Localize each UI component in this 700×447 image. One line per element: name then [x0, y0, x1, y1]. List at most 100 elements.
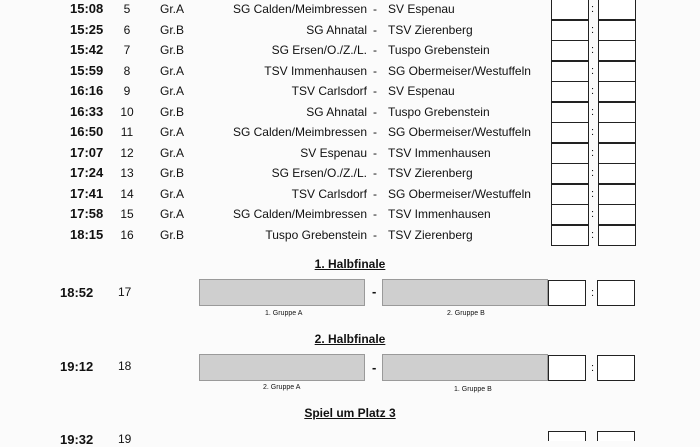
semifinal-2-away-score-box[interactable] — [597, 355, 635, 381]
match-group: Gr.B — [160, 166, 185, 180]
away-score-box[interactable] — [598, 204, 636, 225]
match-number: 14 — [120, 186, 134, 201]
home-team: TSV Carlsdorf — [291, 186, 367, 201]
score-colon: : — [591, 208, 595, 220]
match-group: Gr.B — [160, 227, 185, 242]
match-time: 15:59 — [70, 62, 104, 78]
match-number: 9 — [123, 84, 131, 98]
home-team: TSV Immenhausen — [264, 63, 367, 78]
away-score-box[interactable] — [598, 122, 636, 143]
score-colon: : — [591, 23, 595, 36]
match-time: 17:24 — [70, 165, 104, 180]
away-score-box[interactable] — [598, 101, 636, 123]
home-score-box[interactable] — [551, 224, 589, 246]
team-separator: - — [373, 227, 377, 242]
third-place-time: 19:32 — [60, 432, 94, 447]
third-place-number: 19 — [118, 432, 132, 446]
away-team: SG Obermeiser/Westuffeln — [388, 63, 531, 78]
home-team: SG Ersen/O./Z./L. — [271, 43, 367, 57]
away-score-box[interactable] — [598, 163, 636, 184]
match-group: Gr.A — [160, 125, 185, 139]
semifinal-2-home-score-box[interactable] — [548, 355, 586, 381]
match-group: Gr.B — [160, 43, 185, 57]
away-team: TSV Zierenberg — [388, 227, 473, 242]
semifinal-2-away-field[interactable] — [382, 354, 548, 381]
match-number: 12 — [120, 145, 134, 160]
match-group: Gr.A — [160, 2, 185, 16]
match-time: 15:08 — [70, 1, 104, 16]
score-colon: : — [591, 167, 595, 179]
away-team: SV Espenau — [388, 84, 455, 98]
away-team: SV Espenau — [388, 2, 455, 16]
match-group: Gr.A — [160, 186, 185, 201]
match-time: 17:58 — [70, 206, 104, 221]
away-team: SG Obermeiser/Westuffeln — [388, 186, 531, 201]
away-score-box[interactable] — [598, 19, 636, 41]
semifinal-2-number: 18 — [118, 359, 132, 373]
team-separator: - — [373, 125, 377, 139]
match-group: Gr.A — [160, 84, 185, 98]
away-score-box[interactable] — [598, 183, 636, 205]
match-time: 18:15 — [70, 226, 104, 242]
home-score-box[interactable] — [551, 40, 589, 61]
third-place-home-score-box[interactable] — [548, 431, 586, 441]
team-separator: - — [373, 186, 377, 201]
away-score-box[interactable] — [598, 0, 636, 20]
home-score-box[interactable] — [551, 183, 589, 205]
home-team: SG Calden/Meimbressen — [232, 207, 367, 221]
home-score-box[interactable] — [551, 142, 589, 164]
away-team: TSV Immenhausen — [388, 145, 491, 160]
match-number: 15 — [120, 207, 134, 221]
match-group: Gr.B — [160, 104, 185, 119]
semifinal-2-home-field[interactable] — [199, 354, 365, 381]
semifinal-1-number: 17 — [118, 285, 132, 299]
home-score-box[interactable] — [551, 204, 589, 225]
match-time: 16:50 — [70, 124, 104, 139]
match-time: 17:07 — [70, 144, 104, 160]
team-separator: - — [373, 84, 377, 98]
away-score-box[interactable] — [598, 81, 636, 102]
semifinal-2-dash: - — [372, 360, 377, 375]
score-colon: : — [591, 146, 595, 159]
match-number: 8 — [123, 63, 131, 78]
home-team: Tuspo Grebenstein — [265, 227, 367, 242]
team-separator: - — [373, 104, 377, 119]
away-score-box[interactable] — [598, 40, 636, 61]
away-score-box[interactable] — [598, 142, 636, 164]
home-team: SG Calden/Meimbressen — [232, 125, 367, 139]
home-score-box[interactable] — [551, 81, 589, 102]
semifinal-1-away-field[interactable] — [382, 279, 548, 306]
match-group: Gr.A — [160, 145, 185, 160]
match-group: Gr.B — [160, 22, 185, 37]
home-score-box[interactable] — [551, 60, 589, 82]
semifinal-1-dash: - — [372, 284, 377, 299]
semifinal-2-title: 2. Halbfinale — [314, 332, 386, 346]
semifinal-2-right-label: 1. Gruppe B — [454, 386, 492, 393]
semifinal-1-away-score-box[interactable] — [597, 280, 635, 306]
team-separator: - — [373, 2, 377, 16]
home-score-box[interactable] — [551, 122, 589, 143]
home-score-box[interactable] — [551, 19, 589, 41]
home-score-box[interactable] — [551, 101, 589, 123]
match-time: 16:33 — [70, 103, 104, 119]
score-colon: : — [591, 187, 595, 200]
match-time: 15:42 — [70, 42, 104, 57]
semifinal-1-home-score-box[interactable] — [548, 280, 586, 306]
match-group: Gr.A — [160, 207, 185, 221]
home-score-box[interactable] — [551, 0, 589, 20]
away-score-box[interactable] — [598, 60, 636, 82]
score-colon: : — [591, 105, 595, 118]
match-number: 5 — [123, 2, 131, 16]
match-number: 7 — [123, 43, 131, 57]
match-number: 16 — [120, 227, 134, 242]
home-team: SV Espenau — [300, 145, 367, 160]
score-colon: : — [591, 85, 595, 97]
semifinal-1-home-field[interactable] — [199, 279, 365, 306]
away-score-box[interactable] — [598, 224, 636, 246]
home-team: SG Ersen/O./Z./L. — [271, 166, 367, 180]
score-colon: : — [591, 126, 595, 138]
home-score-box[interactable] — [551, 163, 589, 184]
semifinal-1-left-label: 1. Gruppe A — [265, 310, 303, 317]
match-time: 16:16 — [70, 83, 104, 98]
third-place-away-score-box[interactable] — [597, 431, 635, 441]
